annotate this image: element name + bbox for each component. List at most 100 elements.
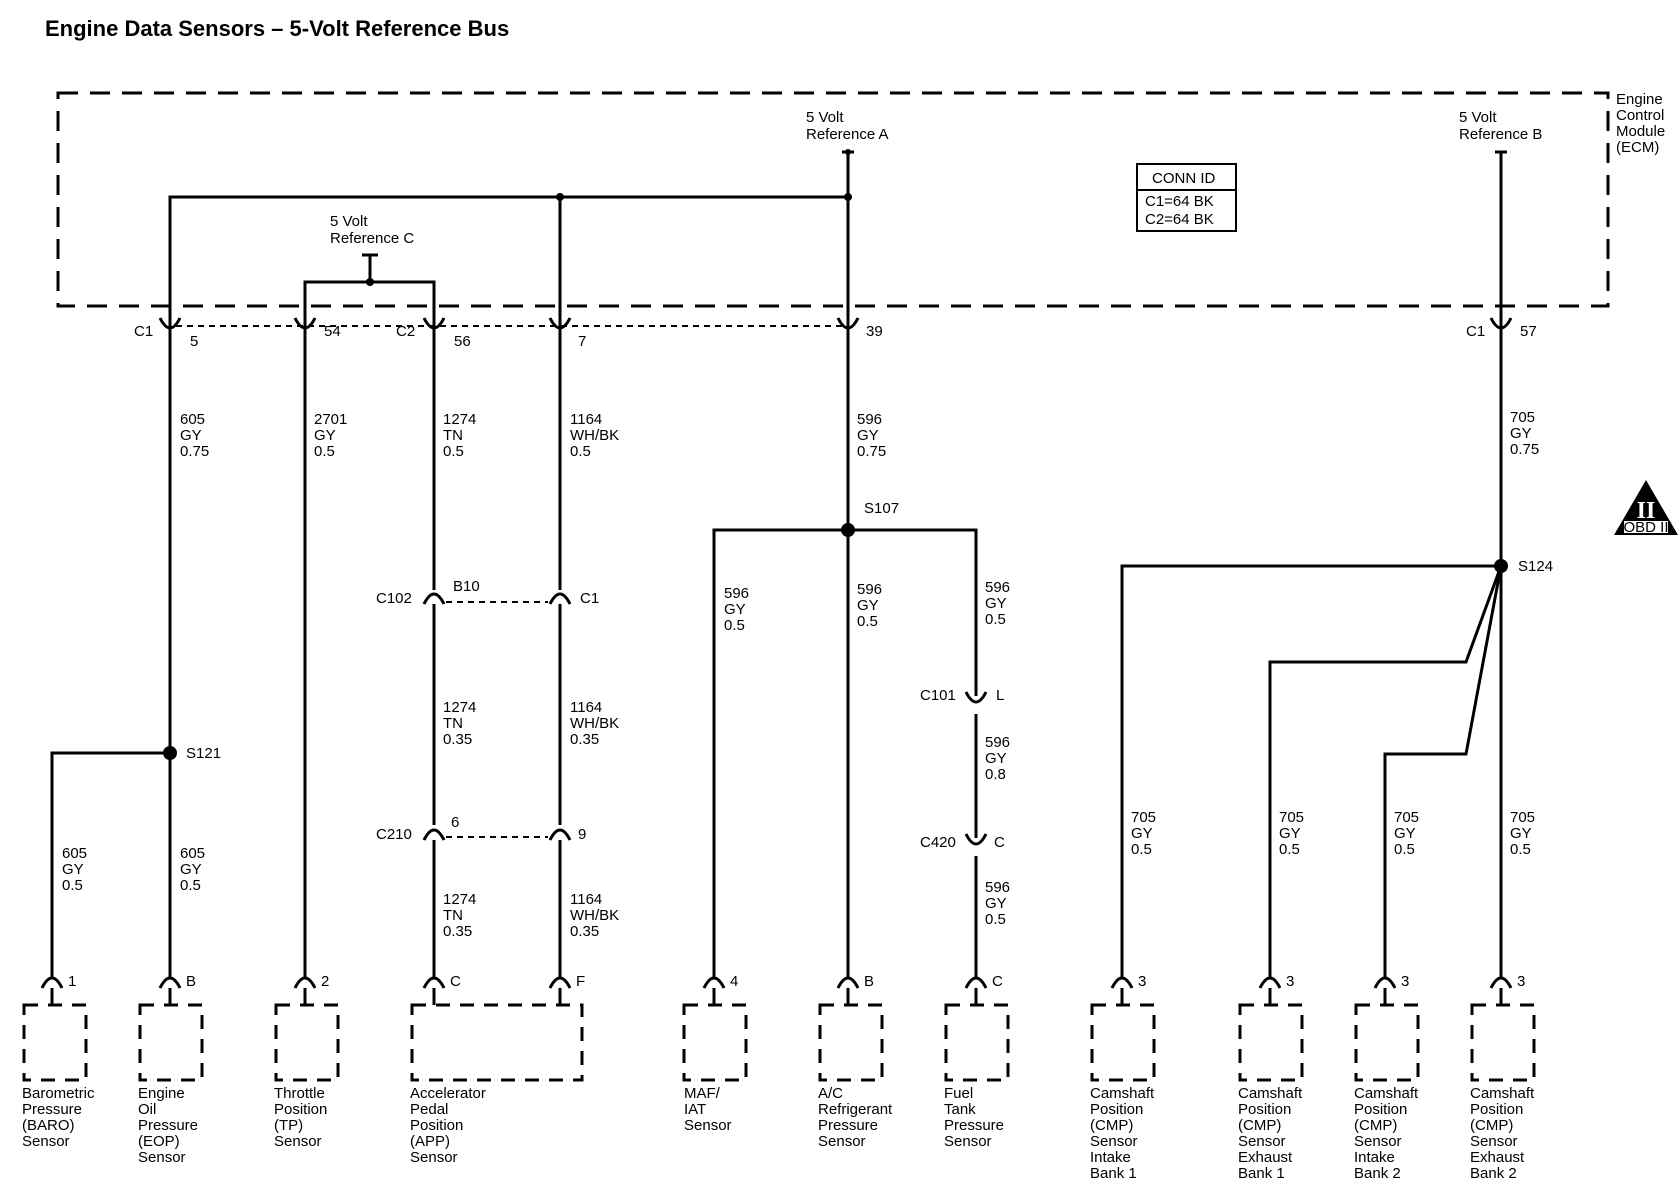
svg-text:596: 596 <box>724 585 749 602</box>
svg-text:L: L <box>996 687 1004 704</box>
svg-text:0.75: 0.75 <box>1510 441 1539 458</box>
svg-text:Sensor: Sensor <box>1470 1133 1518 1150</box>
svg-text:Pedal: Pedal <box>410 1101 448 1118</box>
svg-text:GY: GY <box>985 595 1007 612</box>
svg-text:Reference B: Reference B <box>1459 126 1542 143</box>
svg-text:Sensor: Sensor <box>1238 1133 1286 1150</box>
svg-text:0.5: 0.5 <box>724 617 745 634</box>
svg-text:605: 605 <box>180 411 205 428</box>
svg-text:0.35: 0.35 <box>443 731 472 748</box>
svg-text:705: 705 <box>1510 409 1535 426</box>
svg-text:Intake: Intake <box>1090 1149 1131 1166</box>
svg-text:3: 3 <box>1401 973 1409 990</box>
obd-ii-badge: II OBD II <box>1614 480 1678 536</box>
svg-text:Module: Module <box>1616 123 1665 140</box>
svg-text:C1=64 BK: C1=64 BK <box>1145 193 1214 210</box>
svg-text:C420: C420 <box>920 834 956 851</box>
svg-text:Control: Control <box>1616 107 1664 124</box>
svg-text:596: 596 <box>857 581 882 598</box>
svg-text:Sensor: Sensor <box>410 1149 458 1166</box>
svg-text:C2: C2 <box>396 323 415 340</box>
svg-text:0.5: 0.5 <box>857 613 878 630</box>
svg-text:Exhaust: Exhaust <box>1470 1149 1525 1166</box>
svg-text:C1: C1 <box>1466 323 1485 340</box>
svg-text:GY: GY <box>724 601 746 618</box>
svg-text:Bank 1: Bank 1 <box>1090 1165 1137 1182</box>
svg-text:Intake: Intake <box>1354 1149 1395 1166</box>
svg-text:Position: Position <box>410 1117 463 1134</box>
splice-s121: S121 <box>163 745 221 762</box>
svg-text:Engine: Engine <box>138 1085 185 1102</box>
svg-text:Accelerator: Accelerator <box>410 1085 486 1102</box>
sensor-connectors <box>40 976 1513 1005</box>
svg-text:0.35: 0.35 <box>443 923 472 940</box>
svg-text:596: 596 <box>985 579 1010 596</box>
svg-text:0.5: 0.5 <box>180 877 201 894</box>
svg-text:9: 9 <box>578 826 586 843</box>
svg-text:Sensor: Sensor <box>274 1133 322 1150</box>
svg-text:1274: 1274 <box>443 411 476 428</box>
svg-text:C: C <box>450 973 461 990</box>
svg-text:CONN ID: CONN ID <box>1152 170 1216 187</box>
svg-text:(BARO): (BARO) <box>22 1117 75 1134</box>
splice-s107: S107 <box>841 500 899 537</box>
svg-text:0.5: 0.5 <box>1394 841 1415 858</box>
svg-text:0.5: 0.5 <box>1510 841 1531 858</box>
svg-text:1274: 1274 <box>443 891 476 908</box>
svg-text:F: F <box>576 973 585 990</box>
svg-text:605: 605 <box>180 845 205 862</box>
svg-text:Barometric: Barometric <box>22 1085 95 1102</box>
svg-text:(ECM): (ECM) <box>1616 139 1659 156</box>
svg-text:3: 3 <box>1138 973 1146 990</box>
svg-text:Bank 2: Bank 2 <box>1354 1165 1401 1182</box>
ecm-internal-wiring <box>168 149 1507 320</box>
sensor-pin-labels: 1 B 2 C F 4 B C 3 3 3 3 <box>68 973 1525 990</box>
svg-text:Sensor: Sensor <box>1090 1133 1138 1150</box>
svg-text:GY: GY <box>314 427 336 444</box>
svg-text:Exhaust: Exhaust <box>1238 1149 1293 1166</box>
ref-a-label: 5 Volt Reference A <box>806 109 889 143</box>
svg-text:Camshaft: Camshaft <box>1354 1085 1419 1102</box>
svg-text:Sensor: Sensor <box>944 1133 992 1150</box>
svg-text:(CMP): (CMP) <box>1090 1117 1133 1134</box>
svg-text:Position: Position <box>1238 1101 1291 1118</box>
svg-text:C101: C101 <box>920 687 956 704</box>
svg-text:56: 56 <box>454 333 471 350</box>
ecm-pin-labels: C1 5 54 C2 56 7 39 C1 57 <box>134 323 1537 350</box>
svg-text:7: 7 <box>578 333 586 350</box>
svg-text:5 Volt: 5 Volt <box>1459 109 1497 126</box>
svg-text:1164: 1164 <box>570 699 602 716</box>
svg-text:(CMP): (CMP) <box>1470 1117 1513 1134</box>
svg-text:C: C <box>994 834 1005 851</box>
svg-text:1: 1 <box>68 973 76 990</box>
harness-wires <box>50 326 1503 978</box>
svg-text:2701: 2701 <box>314 411 347 428</box>
svg-text:0.35: 0.35 <box>570 923 599 940</box>
svg-text:0.5: 0.5 <box>62 877 83 894</box>
diagram-title: Engine Data Sensors – 5-Volt Reference B… <box>45 16 509 41</box>
svg-text:705: 705 <box>1131 809 1156 826</box>
svg-text:Camshaft: Camshaft <box>1238 1085 1303 1102</box>
svg-text:Pressure: Pressure <box>818 1117 878 1134</box>
svg-text:605: 605 <box>62 845 87 862</box>
svg-text:OBD II: OBD II <box>1623 519 1668 536</box>
svg-text:Camshaft: Camshaft <box>1090 1085 1155 1102</box>
svg-text:2: 2 <box>321 973 329 990</box>
svg-text:Pressure: Pressure <box>138 1117 198 1134</box>
svg-text:Sensor: Sensor <box>1354 1133 1402 1150</box>
svg-text:596: 596 <box>857 411 882 428</box>
ref-c-label: 5 Volt Reference C <box>330 213 414 247</box>
svg-text:Refrigerant: Refrigerant <box>818 1101 893 1118</box>
svg-text:GY: GY <box>180 861 202 878</box>
svg-text:1164: 1164 <box>570 891 602 908</box>
conn-id-box: CONN ID C1=64 BK C2=64 BK <box>1136 163 1237 232</box>
svg-text:WH/BK: WH/BK <box>570 427 619 444</box>
